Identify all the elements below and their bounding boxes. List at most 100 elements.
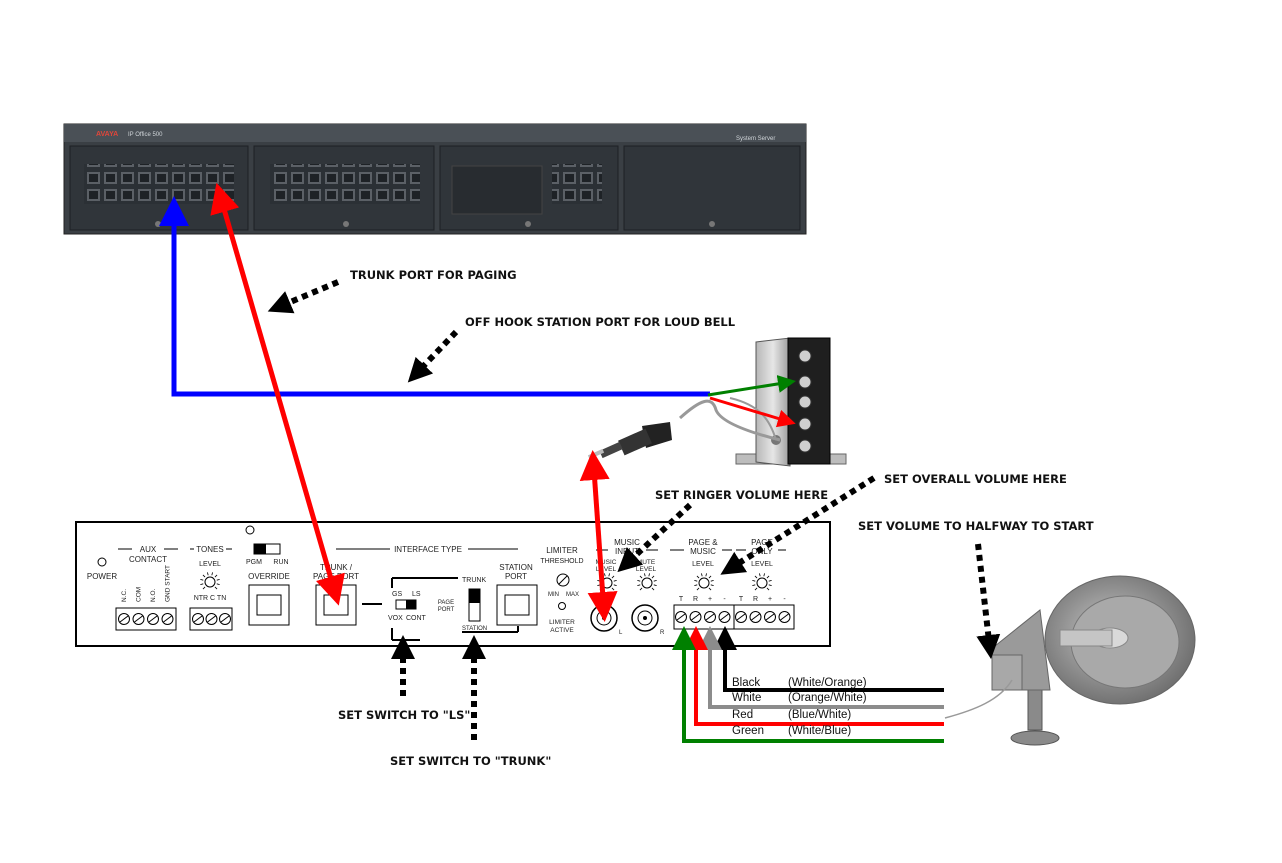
- page-music-terminal-screw[interactable]: [689, 611, 702, 623]
- bell-terminal-2[interactable]: [798, 395, 812, 409]
- aux-terminal-screw[interactable]: [147, 613, 159, 625]
- aux-terminal-screw[interactable]: [118, 613, 130, 625]
- page-only-level-knob[interactable]: [752, 573, 772, 591]
- limiter-active-label-2: ACTIVE: [550, 627, 574, 634]
- overall-volume-callout: SET OVERALL VOLUME HERE: [884, 472, 1067, 486]
- white-speaker-wire: [698, 626, 944, 709]
- vox-label: VOX: [388, 615, 403, 622]
- cont-label: CONT: [406, 615, 427, 622]
- red-music-line: [579, 450, 618, 622]
- bell-terminal-1[interactable]: [798, 375, 812, 389]
- page-music-term-label-1: R: [693, 596, 698, 603]
- trunk-port-callout: TRUNK PORT FOR PAGING: [350, 268, 517, 282]
- rca-plug[interactable]: [587, 422, 672, 460]
- page-music-terminal-block[interactable]: [673, 604, 735, 630]
- wire-pair-red: (Blue/White): [788, 709, 852, 721]
- wire-label-white: White: [732, 692, 762, 704]
- red-trunk-line: [210, 182, 345, 606]
- black-speaker-wire: [713, 626, 944, 692]
- page-only-terminal-screw[interactable]: [735, 611, 747, 623]
- page-music-term-label-3: -: [723, 596, 726, 603]
- tones-terminal-screw[interactable]: [192, 613, 204, 625]
- ringer-volume-callout: SET RINGER VOLUME HERE: [655, 488, 829, 502]
- aux-terminal-screw[interactable]: [161, 613, 174, 625]
- page-only-term-label-3: -: [783, 596, 786, 603]
- horn-speaker: [944, 575, 1196, 746]
- page-only-term-label-1: R: [753, 596, 758, 603]
- page-music-terminal-screw[interactable]: [704, 611, 716, 623]
- page-music-terminal-screw[interactable]: [718, 611, 731, 623]
- trunk-page-port-label-2: PAGE PORT: [313, 572, 359, 581]
- mute-level-label-2: LEVEL: [636, 566, 657, 573]
- aux-terminal-block[interactable]: [115, 607, 177, 631]
- module-4: [623, 145, 801, 231]
- limiter-max-label: MAX: [566, 592, 579, 598]
- tones-terminal-screw[interactable]: [219, 613, 231, 625]
- module-2-ports[interactable]: [270, 164, 420, 204]
- blue-station-line: [159, 196, 710, 397]
- aux-term-label-0: N.C.: [121, 589, 128, 602]
- tones-level-label: LEVEL: [199, 561, 221, 568]
- aux-terminal-screw[interactable]: [132, 613, 145, 625]
- page-only-term-label-2: +: [768, 596, 772, 603]
- pgm-label: PGM: [246, 559, 262, 566]
- station-port-label-1: STATION: [499, 563, 533, 572]
- wire-label-green: Green: [732, 725, 764, 737]
- limiter-active-label-1: LIMITER: [549, 619, 575, 626]
- ls-label: LS: [412, 591, 421, 598]
- page-only-terminal-screw[interactable]: [764, 611, 776, 623]
- power-label: POWER: [87, 572, 117, 581]
- page-only-terminal-screw[interactable]: [778, 611, 791, 623]
- page-only-terminal-screw[interactable]: [749, 611, 762, 623]
- wire-label-black: Black: [732, 677, 761, 689]
- page-only-terminal-block[interactable]: [733, 604, 795, 630]
- tones-terminal-block[interactable]: [189, 607, 233, 631]
- green-bell-wire: [707, 374, 796, 397]
- page-only-label-1: PAGE: [751, 538, 773, 547]
- page-only-term-label-0: T: [739, 596, 744, 603]
- mute-level-knob[interactable]: [637, 573, 657, 591]
- tones-terminal-screw[interactable]: [205, 613, 218, 625]
- left-channel-label: L: [619, 630, 623, 636]
- loud-bell-device: [587, 337, 847, 467]
- bell-terminal-3[interactable]: [798, 417, 812, 431]
- limiter-label: LIMITER: [546, 546, 578, 555]
- model-label: IP Office 500: [128, 132, 163, 138]
- page-music-level-knob[interactable]: [694, 573, 714, 591]
- avaya-logo: AVAYA: [96, 131, 118, 138]
- module-3-ports[interactable]: [552, 164, 602, 204]
- gs-ls-switch[interactable]: [395, 599, 417, 610]
- aux-label: AUX: [140, 545, 157, 554]
- limiter-threshold-knob[interactable]: [556, 573, 570, 587]
- off-hook-callout: OFF HOOK STATION PORT FOR LOUD BELL: [465, 315, 736, 329]
- halfway-callout: SET VOLUME TO HALFWAY TO START: [858, 519, 1094, 533]
- wire-pair-black: (White/Orange): [788, 677, 867, 689]
- threshold-label: THRESHOLD: [540, 558, 583, 565]
- halfway-callout-arrow: [975, 543, 1001, 659]
- rca-jack-right[interactable]: [631, 604, 659, 632]
- module-1-ports[interactable]: [84, 164, 234, 204]
- mute-level-label-1: MUTE: [637, 559, 656, 566]
- page-only-level-label: LEVEL: [751, 561, 773, 568]
- aux-term-label-2: N.O.: [150, 588, 157, 602]
- interface-type-label: INTERFACE TYPE: [394, 545, 462, 554]
- page-only-terminal-labels: T R + -: [739, 596, 786, 603]
- page-port-label-1: PAGE: [438, 600, 454, 606]
- tones-label: TONES: [196, 545, 223, 554]
- override-jack[interactable]: [248, 584, 290, 626]
- right-channel-label: R: [660, 630, 665, 636]
- pgm-run-switch[interactable]: [253, 543, 281, 555]
- trunk-station-switch[interactable]: [468, 588, 481, 622]
- module-label: System Server: [736, 136, 775, 142]
- ringer-volume-callout-arrow: [617, 502, 693, 573]
- station-port-jack[interactable]: [496, 584, 538, 626]
- trunk-port-callout-arrow: [267, 279, 340, 314]
- red-speaker-wire: [684, 626, 944, 726]
- page-music-terminal-screw[interactable]: [675, 611, 687, 623]
- override-label: OVERRIDE: [248, 572, 290, 581]
- gs-label: GS: [392, 591, 402, 598]
- page-music-label-1: PAGE &: [688, 538, 718, 547]
